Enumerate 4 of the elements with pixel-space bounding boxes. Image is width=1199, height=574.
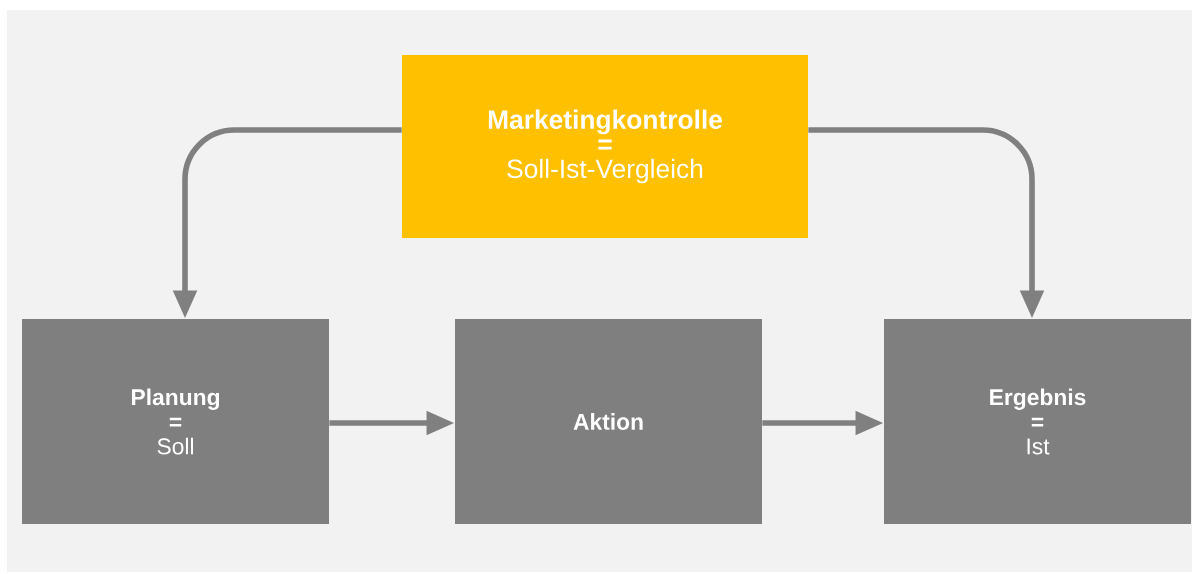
process-box: Planung = Soll bbox=[22, 319, 329, 524]
process-box: Aktion bbox=[455, 319, 762, 524]
process-box: Ergebnis = Ist bbox=[884, 319, 1191, 524]
process-box: Marketingkontrolle = Soll-Ist-Vergleich bbox=[402, 55, 808, 238]
